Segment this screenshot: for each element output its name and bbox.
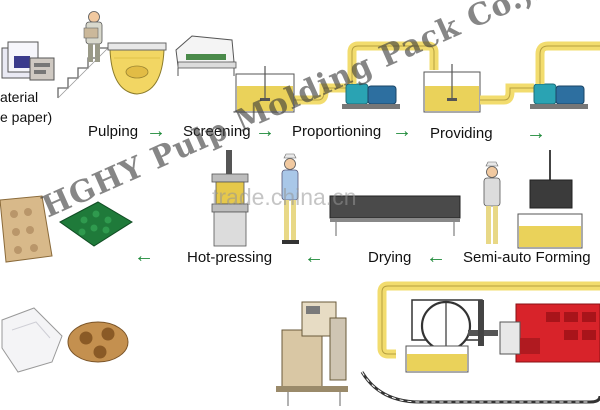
forming-machine [517,150,583,249]
screening-machine [175,35,237,76]
cup-holder-product [67,321,129,363]
flow-arrow-right: → [526,122,546,144]
flow-arrow-right: → [146,120,166,142]
pipe-segment [480,83,534,105]
worker-illustration [83,11,103,62]
raw-material-illustration [1,41,55,81]
material-label-line-1: aterial [0,89,39,105]
proportioning-tank [235,66,295,113]
step-label-providing: Providing [430,125,493,142]
bottom-conveyor [360,371,600,404]
hot-press-machine [211,150,249,247]
flow-arrow-right: → [255,120,275,142]
white-pulp-package-product [1,307,63,373]
step-label-hot-pressing: Hot-pressing [187,249,273,266]
egg-tray-product [0,195,53,263]
step-label-proportioning: Proportioning [292,123,382,140]
providing-tank [423,64,481,113]
automatic-machine-unit [276,301,348,406]
seedling-tray-product [59,201,133,247]
step-label-screening: Screening [183,123,251,140]
flow-arrow-left: ← [426,246,446,268]
forming-operator-illustration [483,161,501,244]
flow-arrow-left: ← [304,246,324,268]
flow-arrow-left: ← [134,245,154,267]
staircase-illustration [57,47,109,99]
auto-forming-machine [405,299,498,373]
material-label-line-2: e paper) [0,109,53,125]
operator-illustration [281,153,299,244]
step-label-pulping: Pulping [88,123,139,140]
site-watermark: trade.china.cn [212,184,357,210]
pulper-tank [107,42,167,95]
flow-arrow-right: → [392,120,412,142]
step-label-semi-auto-forming: Semi-auto Forming [463,249,591,266]
pump-2 [530,83,588,109]
step-label-drying: Drying [368,249,412,266]
pump-1 [342,83,400,109]
mold-block [499,303,600,363]
drying-conveyor [329,195,461,236]
pipe-segment [535,41,600,84]
